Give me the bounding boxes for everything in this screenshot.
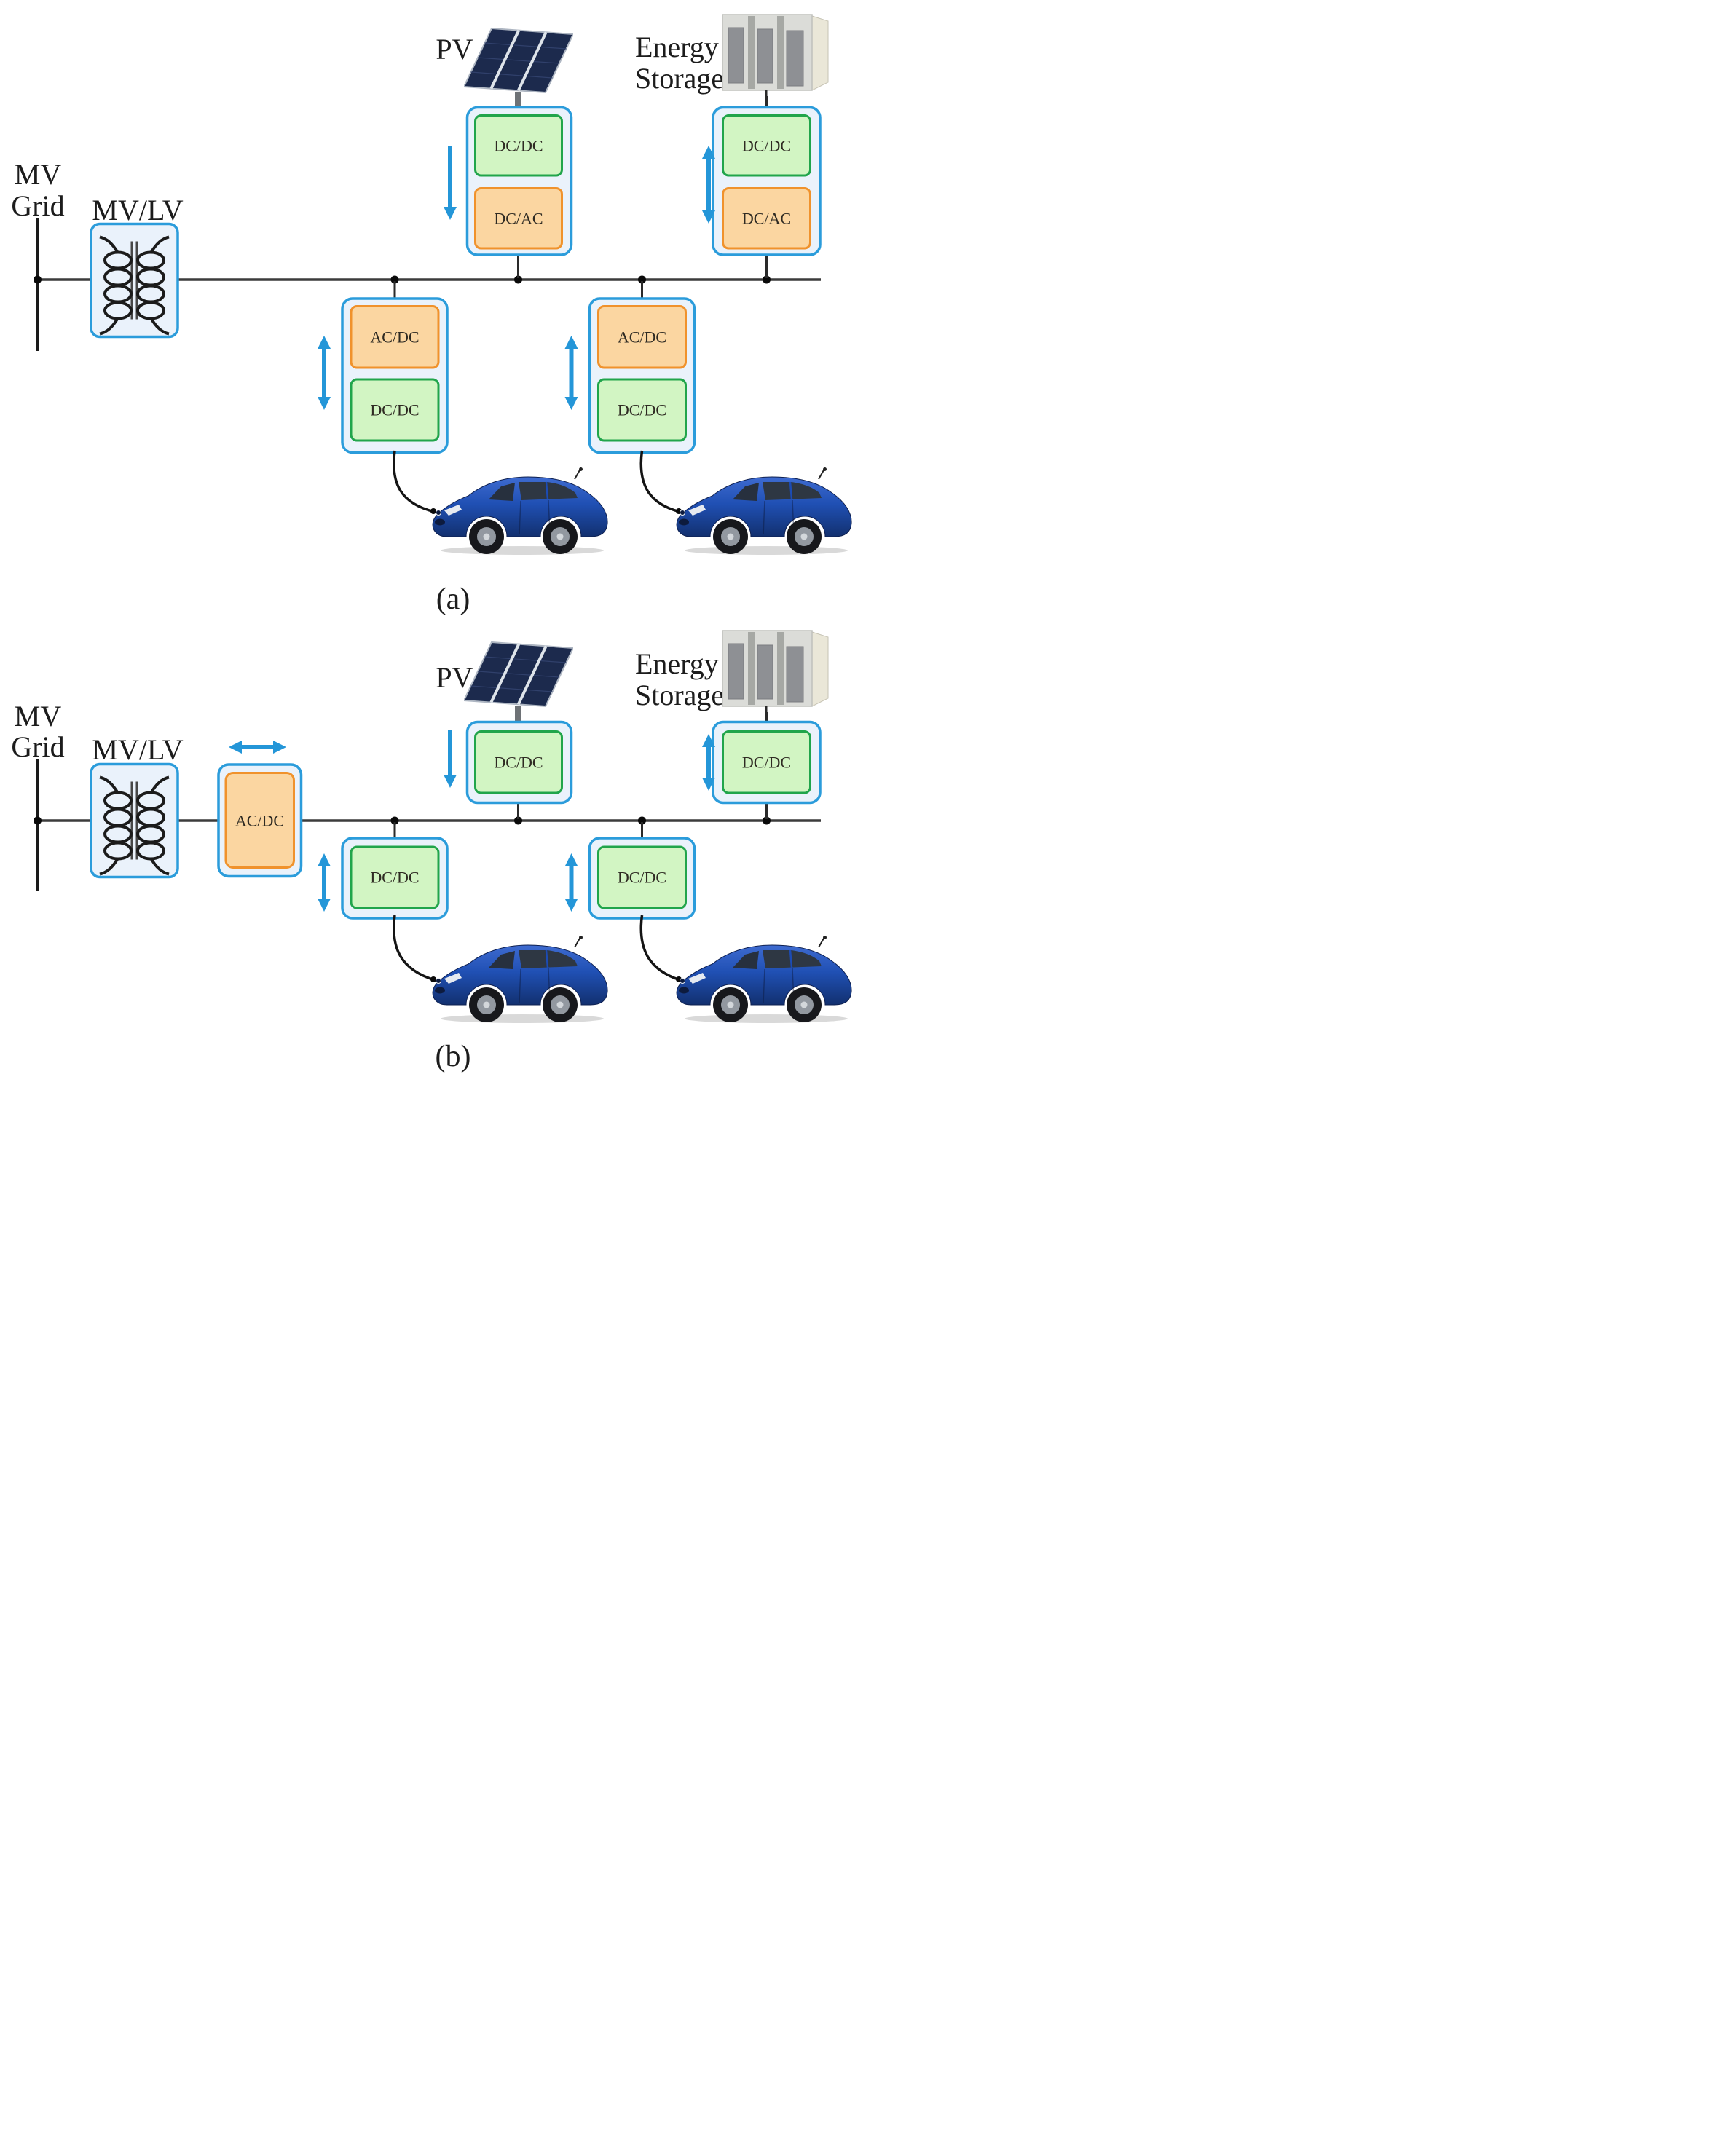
double-arrow-icon-ev2-a bbox=[564, 336, 578, 410]
ev-charger-1-b: DC/DC bbox=[341, 822, 449, 920]
solar-panel-icon-b bbox=[464, 641, 573, 722]
energy-storage-label-b-line2: Storage bbox=[635, 679, 724, 711]
ev-charger-1-a: AC/DC DC/DC bbox=[341, 281, 449, 454]
charging-cable-ev1-b bbox=[393, 915, 436, 982]
grid-acdc-label-b: AC/DC bbox=[235, 812, 284, 830]
transformer-label-b: MV/LV bbox=[92, 733, 183, 766]
bus-junction-dots-b bbox=[34, 816, 771, 825]
ev-car-icon-1-a bbox=[431, 467, 609, 556]
ev2-acdc-label-a: AC/DC bbox=[618, 328, 666, 347]
down-arrow-icon-pv-a bbox=[444, 146, 457, 220]
horizontal-double-arrow-icon-b bbox=[229, 741, 286, 754]
charging-cable-ev2-a bbox=[639, 450, 681, 513]
solar-panel-icon-a bbox=[464, 27, 573, 108]
down-arrow-icon-pv-b bbox=[444, 730, 457, 788]
double-arrow-icon-storage-b bbox=[702, 734, 715, 791]
figure-canvas: MV Grid MV/LV PV DC/DC DC/AC Energy Stor… bbox=[0, 0, 856, 1078]
energy-storage-label-a-line1: Energy bbox=[635, 31, 719, 63]
pv-dcdc-label-b: DC/DC bbox=[494, 754, 543, 772]
double-arrow-icon-storage-a bbox=[702, 146, 715, 224]
mvlv-transformer-b bbox=[90, 762, 179, 879]
mv-grid-label-a-line1: MV bbox=[15, 158, 62, 191]
ev-charger-2-b: DC/DC bbox=[588, 822, 696, 920]
caption-a: (a) bbox=[436, 583, 470, 616]
diagram-a: MV Grid MV/LV PV DC/DC DC/AC Energy Stor… bbox=[11, 13, 853, 616]
mv-grid-label-b-line1: MV bbox=[15, 700, 62, 733]
transformer-label-a: MV/LV bbox=[92, 194, 183, 226]
mv-grid-label-b-line2: Grid bbox=[11, 730, 64, 763]
storage-dcdc-label-b: DC/DC bbox=[742, 754, 791, 772]
double-arrow-icon-ev1-a bbox=[318, 336, 331, 410]
storage-converter-a: DC/DC DC/AC bbox=[712, 96, 822, 278]
energy-storage-icon-a bbox=[721, 13, 830, 98]
double-arrow-icon-ev2-b bbox=[564, 853, 578, 912]
ev2-dcdc-label-a: DC/DC bbox=[618, 401, 666, 419]
mv-grid-label-a-line2: Grid bbox=[11, 189, 64, 222]
charging-cable-ev2-b bbox=[639, 915, 681, 982]
ev-car-icon-1-b bbox=[431, 936, 609, 1024]
pv-converter-a: DC/DC DC/AC bbox=[465, 106, 573, 278]
ev-charger-2-a: AC/DC DC/DC bbox=[588, 281, 696, 454]
pv-label-a: PV bbox=[436, 33, 473, 66]
ev-car-icon-2-a bbox=[675, 467, 853, 556]
bus-junction-dots-a bbox=[34, 275, 771, 284]
ev1-dcdc-label-a: DC/DC bbox=[370, 401, 419, 419]
energy-storage-icon-b bbox=[721, 629, 830, 714]
mvlv-transformer-a bbox=[90, 222, 179, 339]
ev2-dcdc-label-b: DC/DC bbox=[618, 869, 666, 887]
energy-storage-label-a-line2: Storage bbox=[635, 62, 724, 95]
charging-plug-ev1-a bbox=[430, 508, 436, 514]
pv-label-b: PV bbox=[436, 661, 473, 694]
ev1-dcdc-label-b: DC/DC bbox=[370, 869, 419, 887]
diagram-b: MV Grid MV/LV AC/DC PV DC/DC bbox=[11, 629, 853, 1073]
grid-acdc-converter-b: AC/DC bbox=[217, 763, 303, 878]
ev-car-icon-2-b bbox=[675, 936, 853, 1024]
pv-dcdc-label-a: DC/DC bbox=[494, 137, 543, 155]
pv-dcac-label-a: DC/AC bbox=[494, 210, 543, 228]
storage-dcac-label-a: DC/AC bbox=[742, 210, 791, 228]
pv-converter-b: DC/DC bbox=[465, 720, 573, 819]
ev1-acdc-label-a: AC/DC bbox=[370, 328, 419, 347]
double-arrow-icon-ev1-b bbox=[318, 853, 331, 912]
storage-dcdc-label-a: DC/DC bbox=[742, 137, 791, 155]
caption-b: (b) bbox=[436, 1040, 471, 1073]
charging-plug-ev1-b bbox=[430, 976, 436, 982]
storage-converter-b: DC/DC bbox=[712, 712, 822, 819]
charging-cable-ev1-a bbox=[393, 450, 436, 513]
energy-storage-label-b-line1: Energy bbox=[635, 647, 719, 680]
